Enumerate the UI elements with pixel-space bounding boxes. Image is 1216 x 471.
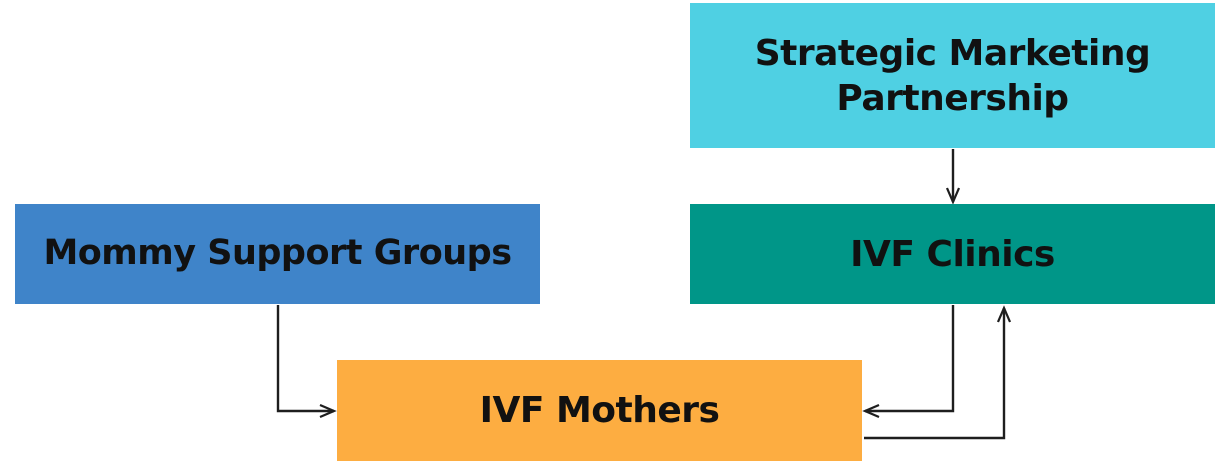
node-mommy-support-groups: Mommy Support Groups — [15, 204, 540, 304]
edge-mothers-to-clinics — [864, 308, 1004, 440]
node-ivf-clinics: IVF Clinics — [690, 204, 1215, 304]
node-strategic-marketing-partnership: Strategic Marketing Partnership — [690, 3, 1215, 148]
edge-clinics-to-mothers — [865, 305, 955, 411]
node-label-ivf-mothers: IVF Mothers — [479, 390, 720, 431]
edge-mommy-to-mothers — [276, 305, 334, 411]
node-label-strategic-marketing-partnership: Strategic Marketing Partnership — [754, 32, 1151, 119]
node-ivf-mothers: IVF Mothers — [337, 360, 862, 461]
node-label-mommy-support-groups: Mommy Support Groups — [43, 233, 512, 274]
node-label-ivf-clinics: IVF Clinics — [850, 233, 1055, 275]
